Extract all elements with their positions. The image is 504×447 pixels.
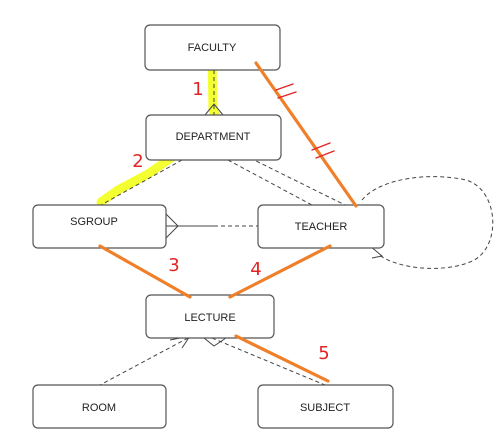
entity-teacher-label: TEACHER bbox=[295, 221, 348, 233]
annotation-number-3: 3 bbox=[168, 255, 179, 276]
annotation-line-lecture-subject bbox=[234, 334, 330, 383]
entity-teacher[interactable]: TEACHER bbox=[257, 204, 385, 249]
annotation-line-sgroup-lecture bbox=[98, 244, 192, 299]
tick-marks-middle bbox=[311, 142, 335, 159]
entity-faculty-label: FACULTY bbox=[188, 42, 237, 54]
annotation-line-teacher-lecture bbox=[228, 244, 332, 299]
rel-lecture-subject bbox=[211, 337, 326, 386]
entity-subject[interactable]: SUBJECT bbox=[257, 384, 394, 429]
annotation-number-4: 4 bbox=[250, 259, 261, 280]
crowfoot-lecture-bottom-right bbox=[203, 337, 227, 347]
rel-lecture-room bbox=[99, 337, 189, 386]
tick-marks-top bbox=[275, 83, 297, 99]
entity-room-label: ROOM bbox=[82, 402, 116, 414]
entity-department-label: DEPARTMENT bbox=[176, 131, 251, 143]
annotation-number-2: 2 bbox=[132, 151, 143, 172]
rel-department-teacher-2 bbox=[249, 157, 346, 206]
entity-sgroup-label: SGROUP bbox=[70, 216, 118, 228]
entity-subject-label: SUBJECT bbox=[300, 402, 350, 414]
annotation-number-5: 5 bbox=[318, 343, 329, 364]
entity-sgroup[interactable]: SGROUP bbox=[32, 204, 167, 249]
annotation-number-1: 1 bbox=[192, 79, 203, 100]
crowfoot-teacher-self bbox=[369, 245, 384, 259]
rel-department-sgroup bbox=[100, 159, 183, 206]
entity-department[interactable]: DEPARTMENT bbox=[145, 114, 282, 161]
entity-lecture-label: LECTURE bbox=[184, 312, 235, 324]
rel-teacher-self bbox=[361, 176, 494, 269]
entity-faculty[interactable]: FACULTY bbox=[144, 24, 281, 71]
annotation-line-faculty-teacher bbox=[254, 61, 358, 208]
rel-department-teacher-1 bbox=[227, 159, 326, 213]
entity-room[interactable]: ROOM bbox=[32, 384, 167, 429]
entity-lecture[interactable]: LECTURE bbox=[145, 294, 275, 339]
crowfoot-sgroup-right bbox=[165, 213, 179, 239]
crowfoot-department-top bbox=[204, 103, 224, 116]
